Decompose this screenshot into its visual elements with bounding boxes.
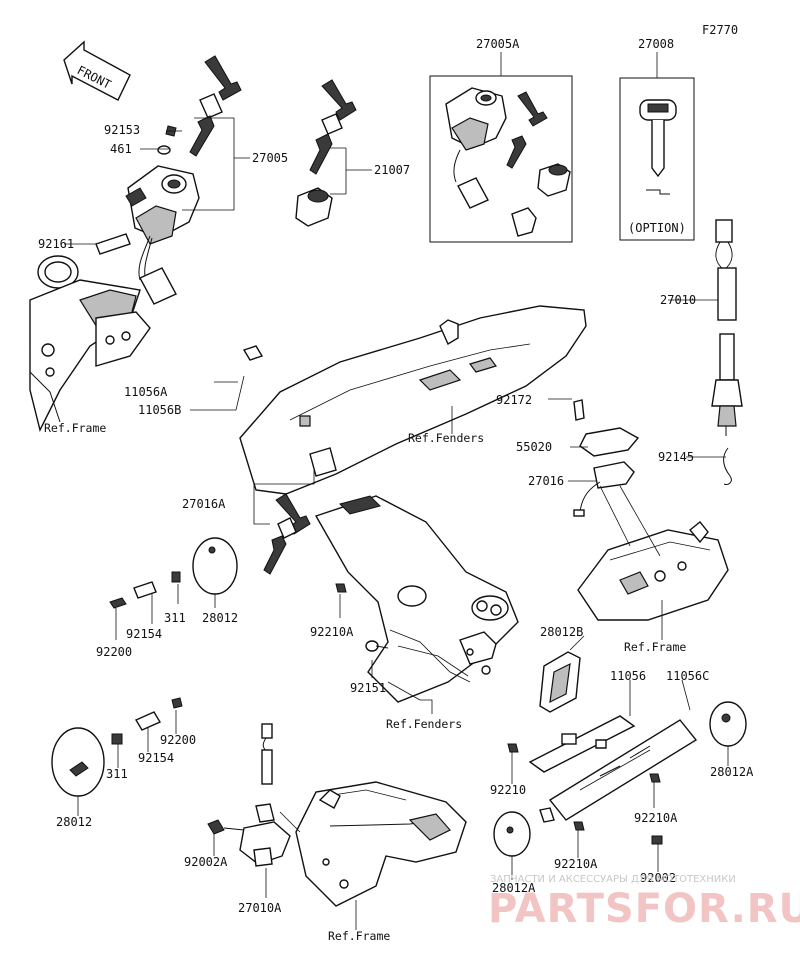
label-27005A: 27005A <box>476 37 520 51</box>
label-27008: 27008 <box>638 37 674 51</box>
watermark-logo: PARTSFOR.RU <box>488 886 800 932</box>
label-28012-upper: 28012 <box>202 611 238 625</box>
ref-fenders-bottom: Ref.Fenders <box>386 717 462 731</box>
label-27010A: 27010A <box>238 901 282 915</box>
label-11056B: 11056B <box>138 403 181 417</box>
ref-frame-left: Ref.Frame <box>44 421 106 435</box>
label-311-lower: 311 <box>106 767 128 781</box>
27016A-keys-drawing <box>263 493 311 575</box>
label-21007: 21007 <box>374 163 410 177</box>
label-28012A-right: 28012A <box>710 765 754 779</box>
27005A-kit-box <box>429 52 573 243</box>
ref-fenders-top: Ref.Fenders <box>408 431 484 445</box>
label-92145: 92145 <box>658 450 694 464</box>
rear-fender-center-drawing <box>314 495 519 703</box>
label-92161: 92161 <box>38 237 74 251</box>
label-55020: 55020 <box>516 440 552 454</box>
label-92002A: 92002A <box>184 855 228 869</box>
label-311-upper: 311 <box>164 611 186 625</box>
label-92200-upper: 92200 <box>96 645 132 659</box>
watermark-tagline: ЗАПЧАСТИ И АКСЕССУАРЫ ДЛЯ МОТОТЕХНИКИ <box>490 874 736 885</box>
28012A-right-reflector <box>709 701 747 747</box>
label-11056C: 11056C <box>666 669 709 683</box>
92151-bolt-drawing <box>365 640 389 652</box>
label-92154-lower: 92154 <box>138 751 174 765</box>
label-28012B: 28012B <box>540 625 583 639</box>
label-92200-lower: 92200 <box>160 733 196 747</box>
label-92210A-right: 92210A <box>634 811 678 825</box>
label-27016: 27016 <box>528 474 564 488</box>
label-11056: 11056 <box>610 669 646 683</box>
label-27016A: 27016A <box>182 497 226 511</box>
28012A-lower-reflector <box>493 811 531 857</box>
ref-frame-bottom: Ref.Frame <box>328 929 390 943</box>
rear-fender-drawing <box>239 305 587 495</box>
label-27005: 27005 <box>252 151 288 165</box>
label-92002: 92002 <box>640 871 676 885</box>
label-461: 461 <box>110 142 132 156</box>
key-set-drawing <box>295 79 357 227</box>
front-arrow: FRONT <box>63 40 131 101</box>
seat-lock-drawing <box>573 399 640 517</box>
28012-lower-reflector <box>51 697 183 797</box>
label-92153: 92153 <box>104 123 140 137</box>
label-92210A-lower: 92210A <box>554 857 598 871</box>
label-92172: 92172 <box>496 393 532 407</box>
label-28012-lower: 28012 <box>56 815 92 829</box>
ref-frame-right: Ref.Frame <box>624 640 686 654</box>
28012-upper-reflector <box>109 537 238 609</box>
27010A-switch-drawing <box>207 723 291 867</box>
frame-lower-drawing <box>279 781 467 907</box>
label-28012A-lower: 28012A <box>492 881 536 895</box>
label-11056A: 11056A <box>124 385 168 399</box>
label-92210A-upper: 92210A <box>310 625 354 639</box>
license-bracket-drawing <box>528 715 698 823</box>
27010-switch-drawing <box>711 219 743 485</box>
frame-right-drawing <box>577 485 729 621</box>
diagram-code: F2770 <box>702 23 738 37</box>
27008-option-box: (OPTION) <box>619 52 695 241</box>
label-92210: 92210 <box>490 783 526 797</box>
label-92151: 92151 <box>350 681 386 695</box>
frame-bracket-left <box>29 255 151 433</box>
label-27010: 27010 <box>660 293 696 307</box>
option-label: (OPTION) <box>628 221 686 235</box>
28012B-reflector-drawing <box>539 651 581 713</box>
label-92154-upper: 92154 <box>126 627 162 641</box>
